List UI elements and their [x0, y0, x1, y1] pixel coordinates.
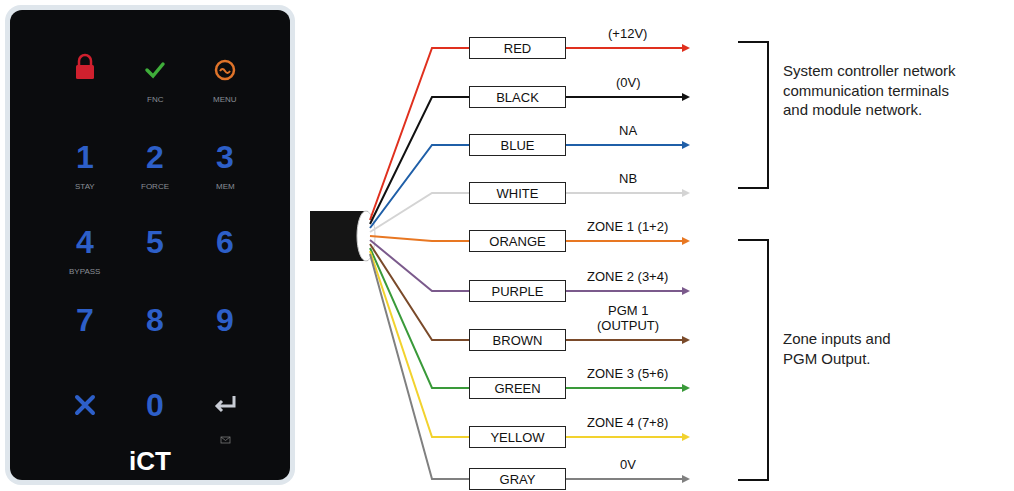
wire-color-name: YELLOW	[490, 430, 544, 445]
key-caption: BYPASS	[69, 267, 100, 276]
keypad-bezel	[5, 5, 295, 485]
signal-name: (0V)	[616, 76, 641, 91]
wires	[370, 48, 469, 479]
wire-green	[370, 248, 469, 388]
wire-color-box: BLACK	[469, 86, 566, 108]
signal-name: NB	[619, 172, 637, 187]
cancel-icon	[77, 397, 93, 413]
wire-color-box: YELLOW	[469, 426, 566, 448]
signal-name: 0V	[620, 458, 636, 473]
signal-name: PGM 1	[608, 304, 648, 319]
key-digit: 3	[216, 139, 234, 176]
key-digit: 0	[146, 387, 164, 424]
menu-icon	[216, 61, 234, 79]
wire-color-box: GRAY	[469, 468, 566, 490]
wire-color-name: WHITE	[497, 186, 539, 201]
group-note: System controller network communication …	[783, 61, 963, 120]
key-digit: 2	[146, 139, 164, 176]
key-caption: FORCE	[141, 182, 169, 191]
wire-color-name: RED	[504, 41, 531, 56]
key-caption: MENU	[213, 95, 237, 104]
lock-icon	[76, 55, 94, 79]
wire-brown	[370, 244, 469, 340]
wire-color-box: BLUE	[469, 134, 566, 156]
group-note: Zone inputs and PGM Output.	[783, 329, 918, 368]
output-arrows	[566, 44, 690, 483]
brand-logo: iCT	[129, 447, 171, 477]
signal-name: ZONE 4 (7+8)	[587, 416, 668, 431]
key-digit: 6	[216, 224, 234, 261]
signal-name: NA	[619, 124, 637, 139]
signal-name: (+12V)	[608, 27, 647, 42]
wire-gray	[370, 254, 469, 479]
bracket	[738, 240, 768, 480]
wire-color-box: RED	[469, 37, 566, 59]
key-caption: MEM	[216, 182, 235, 191]
wire-color-name: GREEN	[494, 381, 540, 396]
key-caption: FNC	[147, 95, 163, 104]
wire-orange	[370, 236, 469, 241]
wire-color-box: GREEN	[469, 377, 566, 399]
wire-color-name: PURPLE	[491, 284, 543, 299]
keypad-face	[10, 10, 290, 480]
check-icon	[147, 64, 163, 76]
wire-color-name: BLACK	[496, 90, 539, 105]
bracket	[738, 42, 768, 188]
key-digit: 4	[76, 224, 94, 261]
wire-blue	[370, 145, 469, 228]
wire-color-box: PURPLE	[469, 280, 566, 302]
key-digit: 9	[216, 302, 234, 339]
mail-icon-flap	[221, 437, 230, 441]
wire-white	[370, 193, 469, 232]
wire-color-name: GRAY	[500, 472, 536, 487]
mail-icon	[221, 437, 230, 443]
key-digit: 5	[146, 224, 164, 261]
enter-icon	[217, 396, 234, 411]
signal-name: ZONE 3 (5+6)	[587, 367, 668, 382]
wire-color-name: ORANGE	[489, 234, 545, 249]
key-digit: 1	[76, 139, 94, 176]
wire-color-box: BROWN	[469, 329, 566, 351]
signal-name: ZONE 1 (1+2)	[587, 220, 668, 235]
signal-name: (OUTPUT)	[597, 319, 659, 334]
wire-color-box: WHITE	[469, 182, 566, 204]
wire-color-name: BROWN	[493, 333, 543, 348]
key-digit: 8	[146, 302, 164, 339]
wire-color-name: BLUE	[501, 138, 535, 153]
key-digit: 7	[76, 302, 94, 339]
signal-name: ZONE 2 (3+4)	[587, 270, 668, 285]
wire-yellow	[370, 251, 469, 437]
key-caption: STAY	[75, 182, 95, 191]
wire-color-box: ORANGE	[469, 230, 566, 252]
